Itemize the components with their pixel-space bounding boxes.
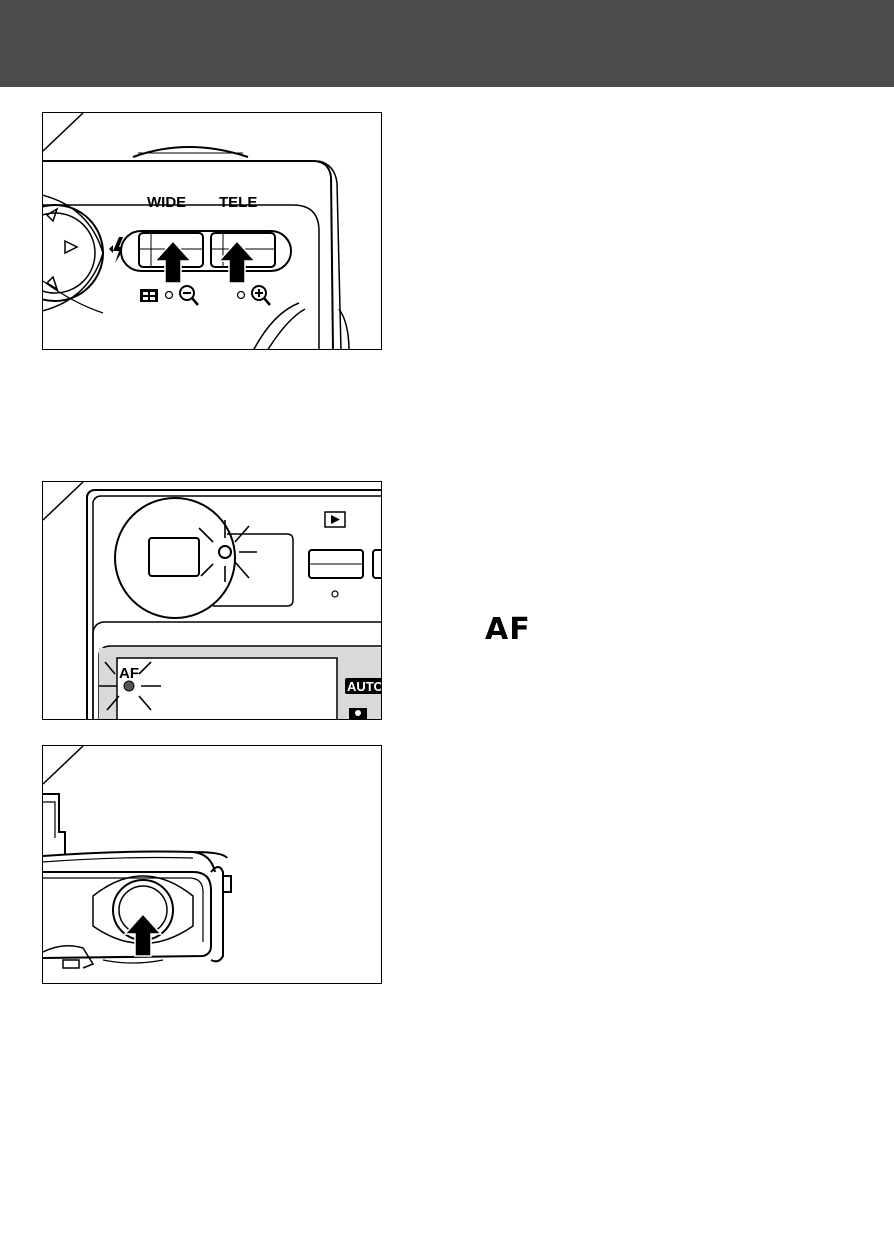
af-symbol-text: AF [485, 612, 531, 647]
viewfinder-led-icon [219, 546, 231, 558]
playback-icon [325, 512, 345, 527]
lcd-af-label: AF [119, 665, 139, 682]
tele-label: TELE [219, 194, 257, 211]
auto-label: AUTO [347, 679, 382, 694]
page-header-bar [0, 0, 894, 87]
shutter-button-illustration [42, 745, 382, 984]
wide-label: WIDE [147, 194, 186, 211]
zoom-buttons-illustration: WIDE TELE [42, 112, 382, 350]
zoom-out-icon [180, 286, 198, 305]
zoom-in-icon [252, 286, 270, 305]
viewfinder-af-illustration: AF AUTO [42, 481, 382, 720]
index-view-icon [140, 289, 158, 302]
af-indicator-icon [124, 681, 134, 691]
